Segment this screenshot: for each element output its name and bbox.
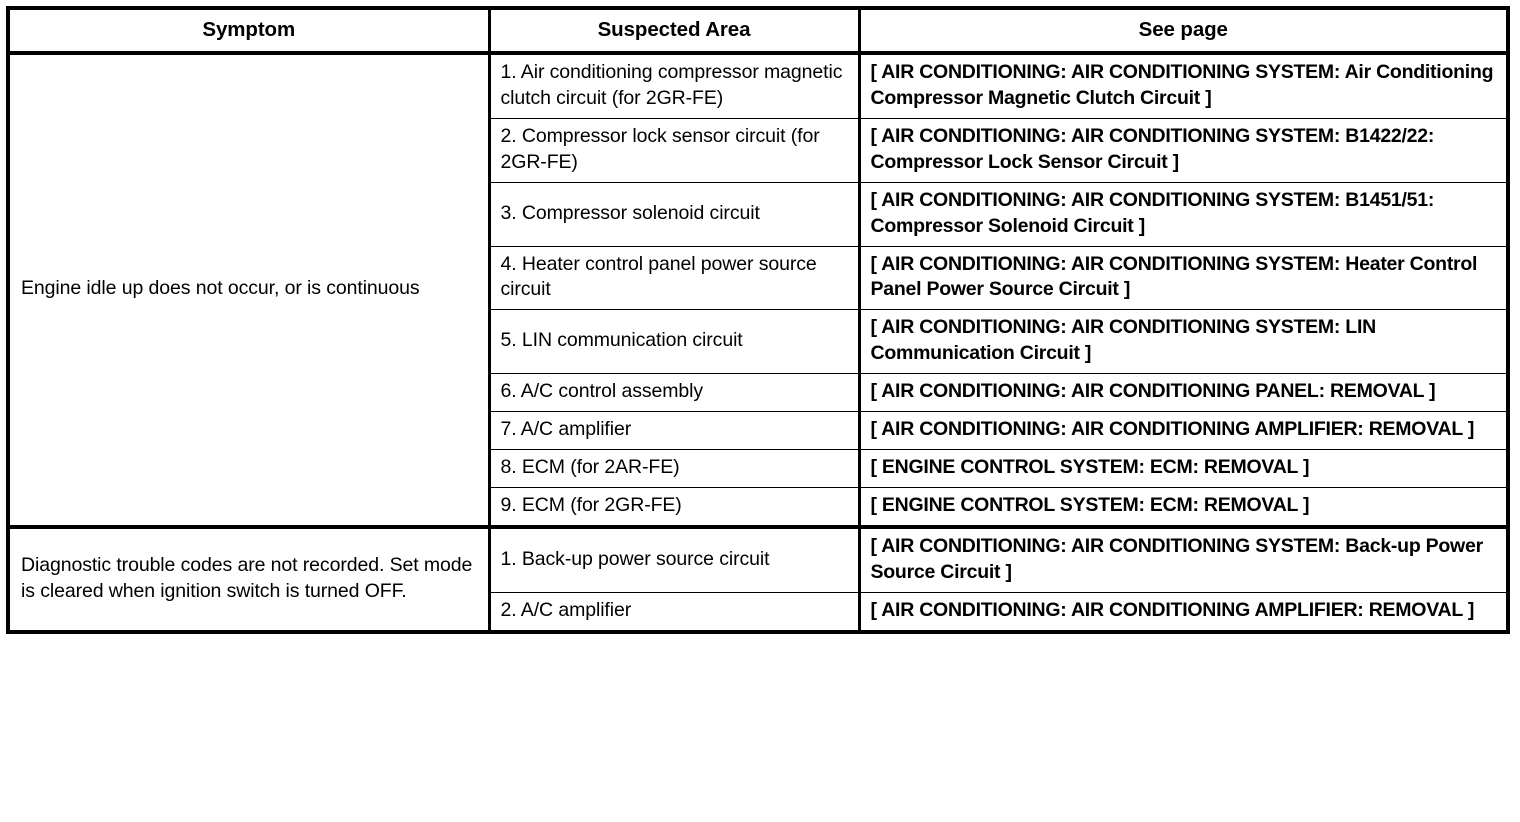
see-page-cell: [ AIR CONDITIONING: AIR CONDITIONING SYS… xyxy=(858,245,1509,311)
symptom-cell: Engine idle up does not occur, or is con… xyxy=(7,52,491,528)
suspected-area-cell: 2. Compressor lock sensor circuit (for 2… xyxy=(488,117,861,183)
see-page-cell: [ AIR CONDITIONING: AIR CONDITIONING AMP… xyxy=(858,411,1509,451)
suspected-area-cell: 8. ECM (for 2AR-FE) xyxy=(488,449,861,488)
symptom-troubleshooting-table: Symptom Suspected Area See page Engine i… xyxy=(6,6,1510,634)
suspected-area-cell: 6. A/C control assembly xyxy=(488,373,861,413)
suspected-area-cell: 3. Compressor solenoid circuit xyxy=(488,181,861,247)
see-page-cell: [ AIR CONDITIONING: AIR CONDITIONING AMP… xyxy=(858,591,1509,633)
suspected-area-cell: 2. A/C amplifier xyxy=(488,591,861,633)
suspected-area-cell: 1. Air conditioning compressor magnetic … xyxy=(488,52,861,119)
see-page-cell: [ ENGINE CONTROL SYSTEM: ECM: REMOVAL ] xyxy=(858,486,1509,528)
table-row: 5. LIN communication circuit[ AIR CONDIT… xyxy=(8,309,1509,375)
column-header-see-page: See page xyxy=(858,7,1509,55)
suspected-area-cell: 9. ECM (for 2GR-FE) xyxy=(488,486,861,528)
symptom-cell: Diagnostic trouble codes are not recorde… xyxy=(7,524,491,633)
table-row: 4. Heater control panel power source cir… xyxy=(8,245,1509,311)
header-row: Symptom Suspected Area See page xyxy=(7,7,1509,55)
suspected-area-cell: 1. Back-up power source circuit xyxy=(488,524,861,593)
see-page-cell: [ AIR CONDITIONING: AIR CONDITIONING SYS… xyxy=(858,309,1509,375)
suspected-area-cell: 5. LIN communication circuit xyxy=(488,309,861,375)
table-header: Symptom Suspected Area See page xyxy=(7,7,1509,55)
table-row: 2. Compressor lock sensor circuit (for 2… xyxy=(8,117,1509,183)
see-page-cell: [ AIR CONDITIONING: AIR CONDITIONING SYS… xyxy=(858,52,1509,119)
table-row: 3. Compressor solenoid circuit[ AIR COND… xyxy=(8,181,1509,247)
table-row: Diagnostic trouble codes are not recorde… xyxy=(7,524,1509,633)
see-page-cell: [ AIR CONDITIONING: AIR CONDITIONING PAN… xyxy=(858,373,1509,413)
table-row: 2. A/C amplifier[ AIR CONDITIONING: AIR … xyxy=(8,591,1509,633)
table-body: Engine idle up does not occur, or is con… xyxy=(7,52,1509,633)
table-row: Engine idle up does not occur, or is con… xyxy=(7,52,1509,528)
column-header-symptom: Symptom xyxy=(7,7,491,55)
column-header-suspected-area: Suspected Area xyxy=(487,7,861,55)
see-page-cell: [ AIR CONDITIONING: AIR CONDITIONING SYS… xyxy=(858,524,1509,593)
table-row: 8. ECM (for 2AR-FE)[ ENGINE CONTROL SYST… xyxy=(8,449,1509,488)
see-page-cell: [ AIR CONDITIONING: AIR CONDITIONING SYS… xyxy=(858,181,1509,247)
table-row: 6. A/C control assembly[ AIR CONDITIONIN… xyxy=(8,373,1509,413)
see-page-cell: [ AIR CONDITIONING: AIR CONDITIONING SYS… xyxy=(858,117,1509,183)
suspected-area-cell: 7. A/C amplifier xyxy=(488,411,861,451)
suspected-area-cell: 4. Heater control panel power source cir… xyxy=(488,245,861,311)
see-page-cell: [ ENGINE CONTROL SYSTEM: ECM: REMOVAL ] xyxy=(858,449,1509,488)
